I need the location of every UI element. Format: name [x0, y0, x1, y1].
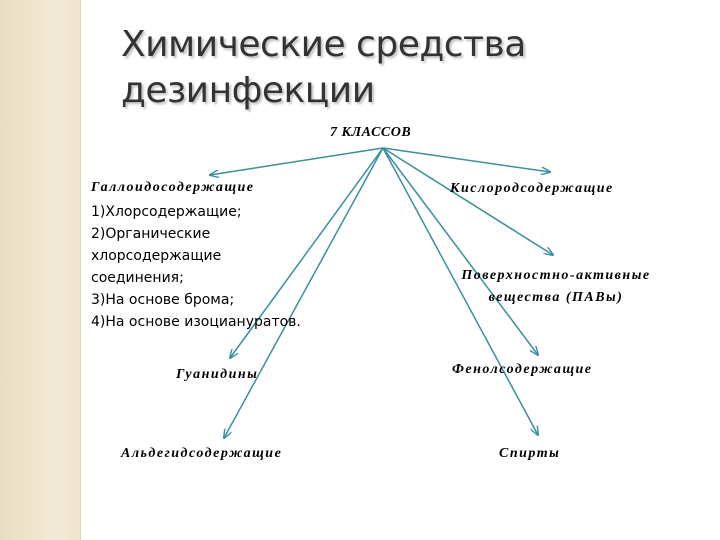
arrow-to-halogen	[210, 148, 383, 175]
root-node: 7 КЛАССОВ	[330, 125, 411, 141]
surfactant-label-line-2: вещества (ПАВы)	[436, 287, 676, 309]
halogen-subclass-list: 1)Хлорсодержащие; 2)Органические хлорсод…	[91, 201, 341, 333]
guanidine-node: Гуанидины	[176, 367, 258, 383]
alcohol-node: Спирты	[499, 446, 560, 462]
list-item: хлорсодержащие	[91, 245, 341, 267]
halogen-node-label: Галлоидосодержащие	[91, 180, 255, 196]
list-item: 3)На основе брома;	[91, 289, 341, 311]
arrow-to-surfactant	[383, 148, 553, 255]
arrow-to-phenol	[383, 148, 538, 355]
list-item: соединения;	[91, 267, 341, 289]
list-item: 1)Хлорсодержащие;	[91, 201, 341, 223]
surfactant-label-line-1: Поверхностно-активные	[436, 265, 676, 287]
list-item: 2)Органические	[91, 223, 341, 245]
aldehyde-node: Альдегидсодержащие	[121, 446, 282, 462]
oxygen-node: Кислородсодержащие	[450, 181, 614, 197]
phenol-node: Фенолсодержащие	[452, 362, 593, 378]
arrow-to-oxygen	[383, 148, 550, 172]
surfactant-node: Поверхностно-активные вещества (ПАВы)	[436, 265, 676, 309]
list-item: 4)На основе изоциануратов.	[91, 311, 341, 333]
